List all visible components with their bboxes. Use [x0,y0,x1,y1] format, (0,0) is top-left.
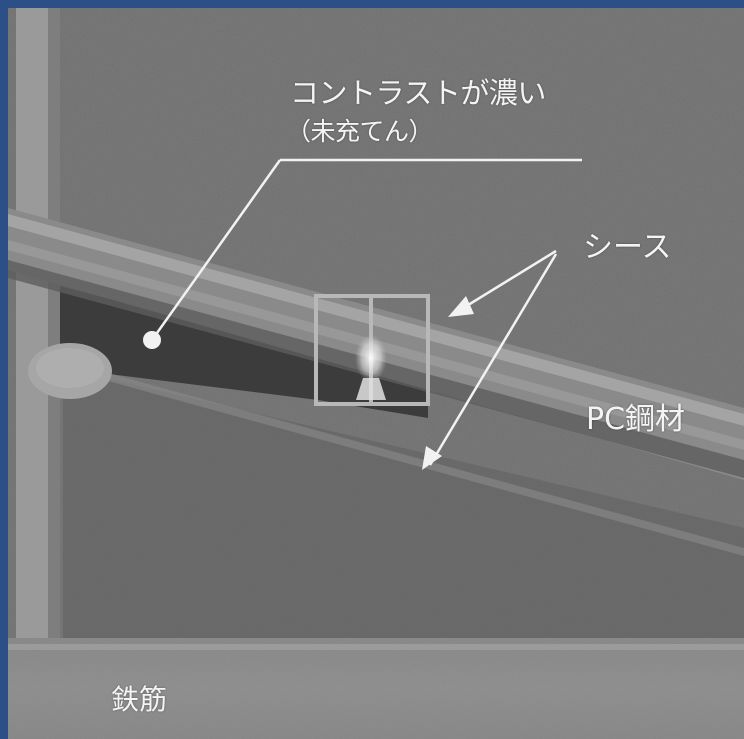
sheath-arrow-lower-shaft [428,253,558,466]
contrast-leader-diagonal [150,159,282,341]
sheath-arrow-lower-head [422,446,442,470]
contrast-leader-dot [143,331,161,349]
rebar-label: 鉄筋 [111,683,168,716]
pc-steel-label: PC鋼材 [586,402,686,437]
xray-image: コントラストが濃い （未充てん） シース PC鋼材 鉄筋 [8,8,744,739]
bright-spot [355,334,387,382]
sheath-arrow-upper-head [448,296,474,317]
contrast-label: コントラストが濃い [290,76,546,110]
sheath-label: シース [583,230,672,265]
unfilled-void [60,286,428,418]
sheath-arrow-upper-shaft [459,249,557,312]
xray-picture [8,8,744,739]
annotation-lines [150,158,582,466]
unfilled-label: （未充てん） [286,117,434,146]
lower-concrete [63,368,744,648]
